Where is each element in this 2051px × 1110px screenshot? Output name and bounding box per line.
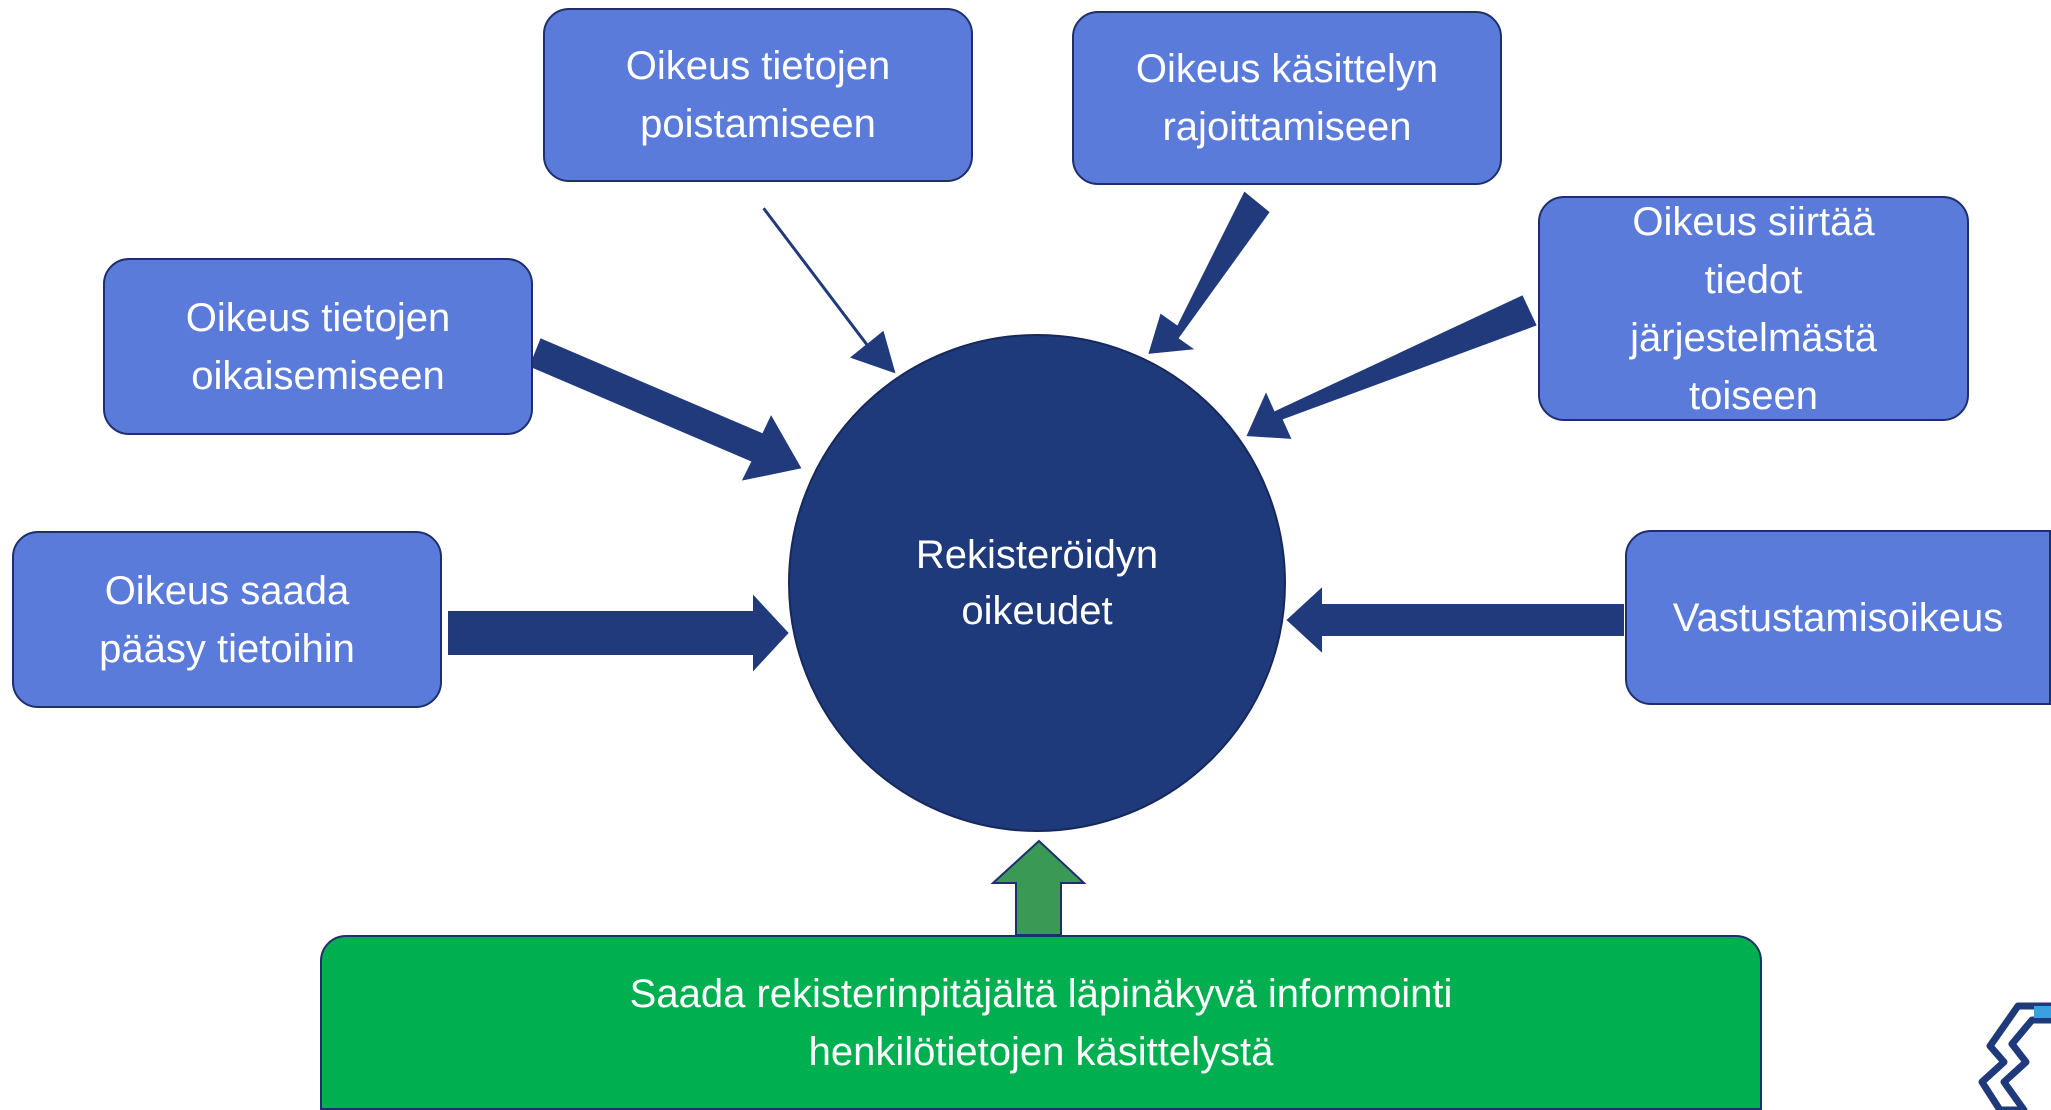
box-siirtaminen: Oikeus siirtää tiedot järjestelmästä toi… bbox=[1538, 196, 1969, 421]
arrow-vastustaminen bbox=[1283, 582, 1626, 658]
box-vastustaminen: Vastustamisoikeus bbox=[1625, 530, 2051, 705]
arrow-paasy bbox=[446, 589, 792, 677]
center-label: Rekisteröidyn oikeudet bbox=[915, 533, 1159, 633]
partial-star-of-life-icon bbox=[1978, 1002, 2051, 1110]
center-circle bbox=[788, 334, 1286, 832]
box-informointi: Saada rekisterinpitäjältä läpinäkyvä inf… bbox=[320, 935, 1762, 1110]
arrow-oikaiseminen bbox=[526, 335, 805, 484]
box-rajoittaminen: Oikeus käsittelyn rajoittamiseen bbox=[1072, 11, 1502, 185]
arrow-informointi bbox=[990, 839, 1087, 936]
arrow-siirtaminen bbox=[1243, 292, 1540, 442]
box-oikaiseminen: Oikeus tietojen oikaisemiseen bbox=[103, 258, 533, 435]
box-poistaminen: Oikeus tietojen poistamiseen bbox=[543, 8, 973, 182]
arrow-poistaminen bbox=[759, 204, 899, 377]
box-paasy: Oikeus saada pääsy tietoihin bbox=[12, 531, 442, 708]
arrow-rajoittaminen bbox=[1145, 188, 1273, 357]
